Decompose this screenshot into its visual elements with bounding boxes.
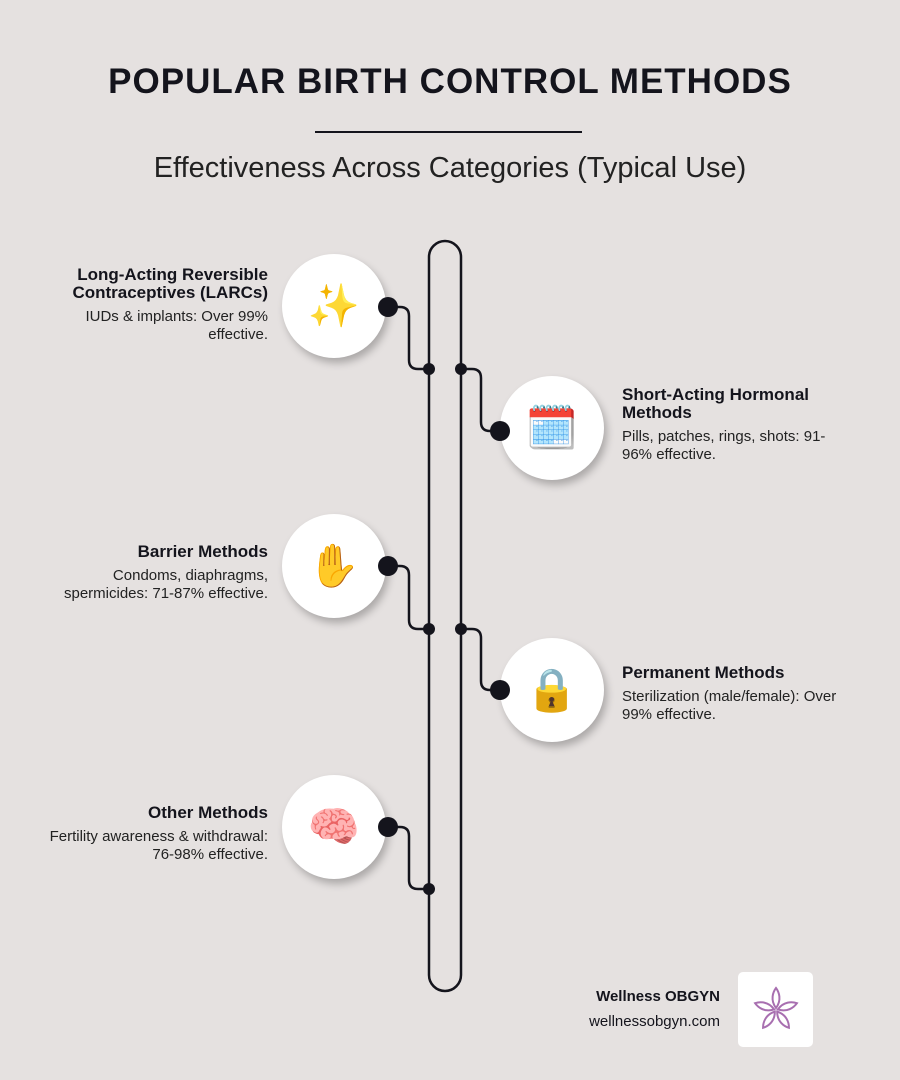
brand: Wellness OBGYN wellnessobgyn.com	[589, 988, 720, 1030]
page-subtitle: Effectiveness Across Categories (Typical…	[153, 152, 747, 184]
raised-hand-icon: ✋	[282, 514, 386, 618]
method-desc: Sterilization (male/female): Over 99% ef…	[622, 688, 837, 723]
method-desc: Condoms, diaphragms, spermicides: 71-87%…	[64, 567, 268, 602]
method-title: Other Methods	[148, 803, 268, 822]
method-barrier: Barrier Methods Condoms, diaphragms, spe…	[38, 543, 268, 603]
method-title: Permanent Methods	[622, 663, 785, 682]
brand-url: wellnessobgyn.com	[589, 1013, 720, 1030]
method-other: Other Methods Fertility awareness & with…	[38, 804, 268, 864]
lock-icon: 🔒	[500, 638, 604, 742]
calendar-icon: 🗓️	[500, 376, 604, 480]
method-hormonal: Short-Acting Hormonal Methods Pills, pat…	[622, 386, 852, 464]
method-title: Barrier Methods	[137, 542, 268, 561]
method-permanent: Permanent Methods Sterilization (male/fe…	[622, 664, 852, 724]
flower-logo-icon	[738, 972, 813, 1047]
brain-icon: 🧠	[282, 775, 386, 879]
method-desc: Fertility awareness & withdrawal: 76-98%…	[49, 828, 268, 863]
method-desc: IUDs & implants: Over 99% effective.	[85, 308, 268, 343]
page-title: POPULAR BIRTH CONTROL METHODS	[108, 62, 792, 101]
title-divider	[315, 131, 582, 133]
brand-name: Wellness OBGYN	[596, 988, 720, 1005]
method-title: Short-Acting Hormonal Methods	[622, 385, 809, 422]
method-title: Long-Acting Reversible Contraceptives (L…	[72, 265, 268, 302]
method-desc: Pills, patches, rings, shots: 91-96% eff…	[622, 428, 826, 463]
method-larcs: Long-Acting Reversible Contraceptives (L…	[38, 266, 268, 344]
sparkles-icon: ✨	[282, 254, 386, 358]
